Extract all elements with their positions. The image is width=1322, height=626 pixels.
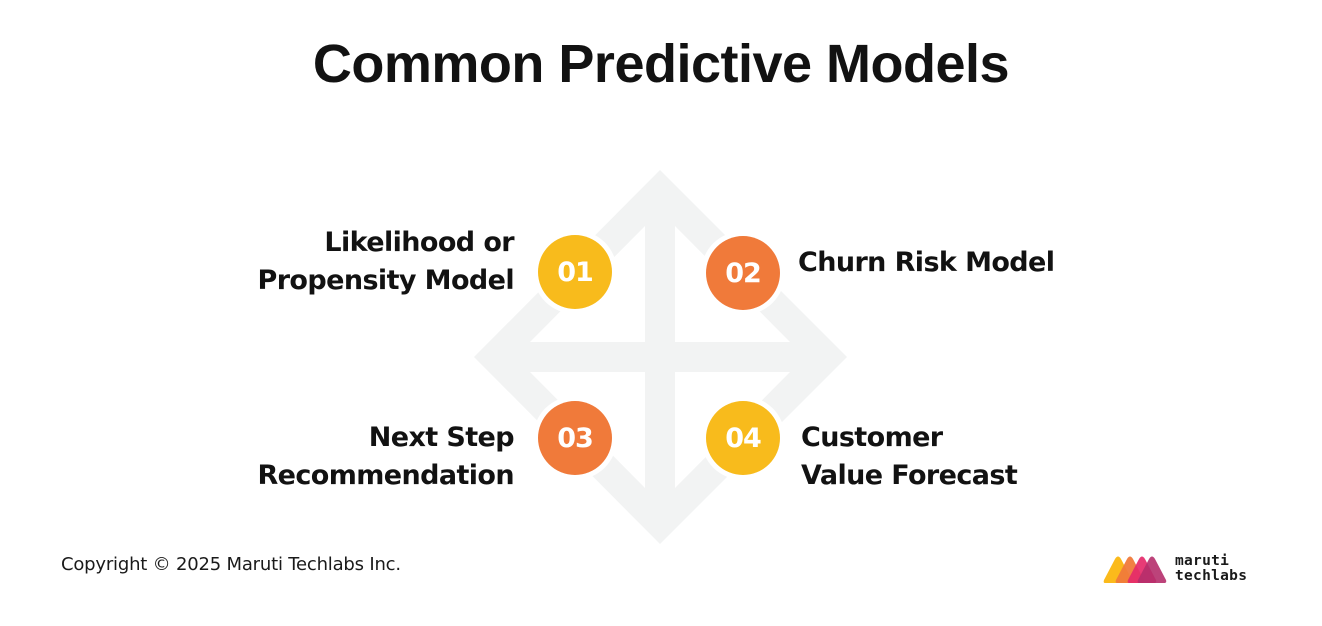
model-label-line2: Propensity Model	[257, 265, 515, 296]
logo-line2: techlabs	[1175, 568, 1248, 584]
page-title: Common Predictive Models	[312, 34, 1010, 94]
model-number: 03	[557, 422, 594, 454]
model-number: 04	[725, 422, 762, 454]
model-label-next-step: Next Step Recommendation	[257, 419, 514, 495]
model-label-customer-value: Customer Value Forecast	[801, 419, 1018, 495]
model-number-badge-02: 02	[706, 236, 780, 310]
model-number: 01	[557, 256, 594, 288]
maruti-techlabs-logo: maruti techlabs	[1103, 553, 1263, 587]
model-number: 02	[725, 257, 762, 289]
model-label-line2: Value Forecast	[801, 460, 1018, 491]
model-label-line1: Customer	[801, 422, 943, 453]
model-number-badge-03: 03	[538, 401, 612, 475]
copyright-text: Copyright © 2025 Maruti Techlabs Inc.	[61, 554, 401, 575]
logo-line1: maruti	[1175, 553, 1230, 569]
model-label-churn-risk: Churn Risk Model	[798, 244, 1055, 282]
model-number-badge-04: 04	[706, 401, 780, 475]
model-label-line1: Likelihood or	[324, 227, 514, 258]
model-label-line1: Next Step	[368, 422, 515, 453]
logo-wordmark: maruti techlabs	[1175, 554, 1247, 584]
model-label-line2: Recommendation	[257, 460, 514, 491]
model-number-badge-01: 01	[538, 235, 612, 309]
model-label-line1: Churn Risk Model	[798, 247, 1055, 278]
model-label-likelihood-propensity: Likelihood or Propensity Model	[257, 224, 515, 300]
logo-mark-icon	[1103, 556, 1167, 583]
